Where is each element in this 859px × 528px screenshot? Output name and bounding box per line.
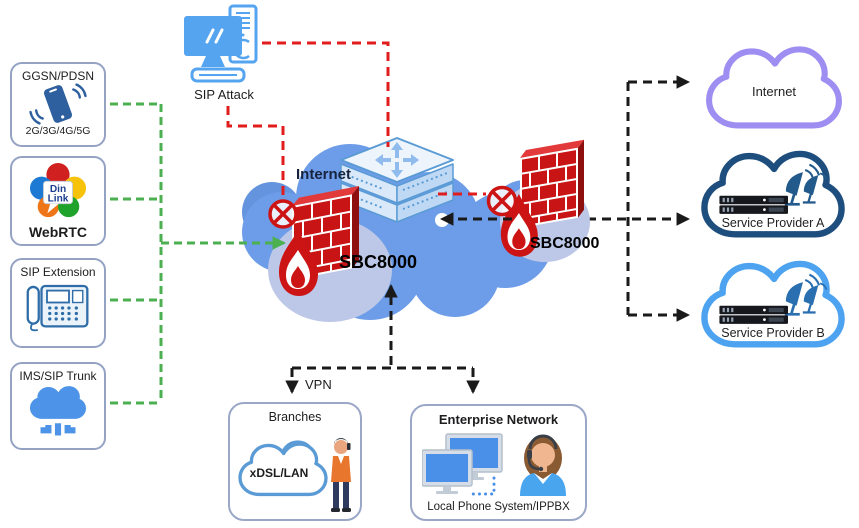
rack-server-icon (719, 305, 788, 324)
operator-headset-icon (520, 434, 566, 496)
internet-cloud-label: Internet (751, 84, 797, 99)
smartphone-signal-icon (29, 83, 87, 125)
vpn-label: VPN (305, 377, 332, 392)
person-on-phone-icon (331, 438, 351, 512)
webrtc-logo-line2: Link (48, 194, 69, 205)
service-provider-a-cloud: Service Provider A (698, 146, 848, 254)
enterprise-caption: Local Phone System/IPPBX (427, 501, 570, 513)
service-provider-b-cloud: Service Provider B (698, 256, 848, 364)
webrtc-box: Din Link WebRTC (10, 156, 106, 246)
sip-extension-box: SIP Extension (10, 258, 106, 348)
core-flame-icon (279, 230, 318, 296)
branches-title: Branches (268, 410, 322, 424)
workstations-icon (422, 433, 503, 496)
switch-icon (340, 137, 454, 227)
wire-attack-to-firewall (226, 106, 285, 199)
switch-arrows-icon (375, 142, 419, 178)
xdsl-lan-label: xDSL/LAN (249, 466, 309, 480)
core-cloud (242, 144, 560, 320)
internet-cloud-icon (706, 46, 842, 129)
desk-phone-icon (26, 284, 89, 332)
cloud-network-icon (30, 386, 86, 436)
ggsn-title: GGSN/PDSN (21, 69, 94, 83)
rack-server-icon (719, 195, 788, 214)
sip-extension-title: SIP Extension (20, 265, 96, 279)
enterprise-network-box: Enterprise Network Local Phone System/IP… (410, 404, 587, 521)
enterprise-title: Enterprise Network (438, 412, 559, 427)
internet-cloud: Internet (703, 40, 845, 146)
attacker-computer-icon (184, 4, 258, 83)
ggsn-subtitle: 2G/3G/4G/5G (25, 125, 91, 137)
sip-attack-label: SIP Attack (194, 87, 254, 102)
satellite-dish-icon (784, 273, 828, 316)
ims-sip-trunk-box: IMS/SIP Trunk (10, 362, 106, 450)
provider-b-label: Service Provider B (721, 326, 825, 340)
xdsl-lan-cloud-icon (238, 440, 328, 497)
edge-blocked-icon (486, 185, 518, 217)
ggsn-pdsn-box: GGSN/PDSN 2G/3G/4G/5G (10, 62, 106, 147)
core-sbc8000-label: SBC8000 (339, 252, 418, 272)
core-internet-label: Internet (296, 166, 352, 183)
edge-firewall-icon (520, 139, 584, 228)
provider-a-label: Service Provider A (721, 216, 825, 230)
webrtc-flower-icon: Din Link (29, 163, 87, 218)
satellite-dish-icon (784, 163, 828, 206)
provider-a-cloud-icon (701, 150, 845, 238)
core-blocked-icon (268, 199, 298, 229)
webrtc-title: WebRTC (28, 224, 88, 240)
provider-b-cloud-icon (701, 260, 845, 348)
webrtc-logo-line1: Din (50, 184, 66, 195)
wire-attack-to-switch (262, 41, 390, 147)
branches-box: Branches xDSL/LAN (228, 402, 362, 521)
ims-title: IMS/SIP Trunk (19, 369, 97, 383)
edge-sbc8000-label: SBC8000 (530, 235, 600, 252)
